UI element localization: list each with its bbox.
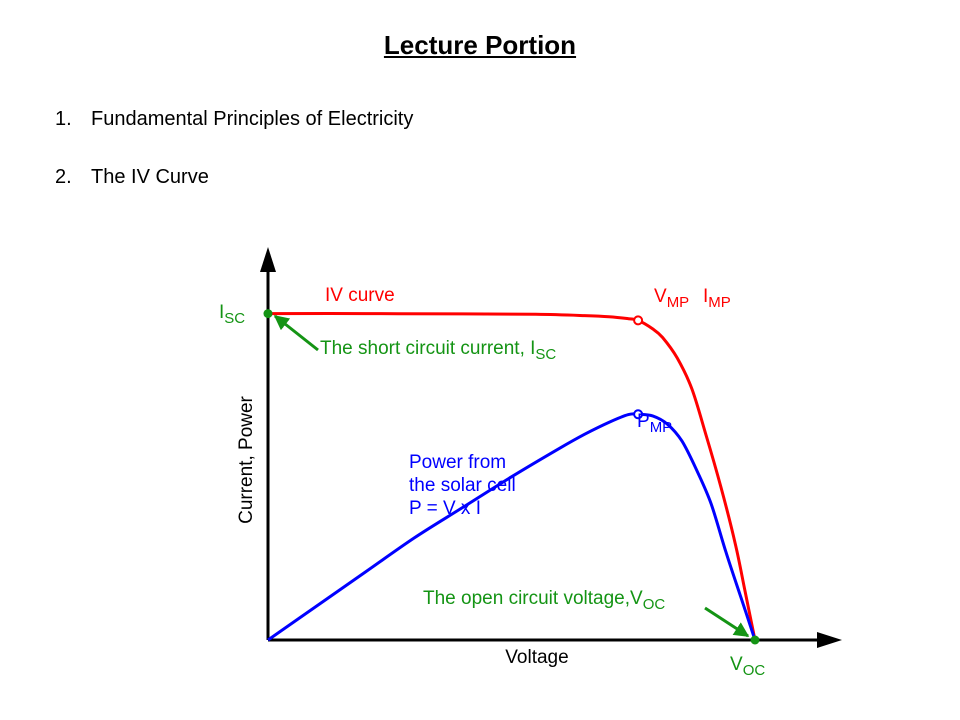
key-points — [263, 309, 760, 645]
iv-curve-line — [267, 312, 757, 641]
agenda-list: 1. Fundamental Principles of Electricity… — [55, 108, 413, 224]
pmp-label: PMP — [637, 411, 672, 436]
vmp-label: VMP — [654, 286, 689, 311]
agenda-item-text: The IV Curve — [91, 166, 209, 188]
point-voc — [750, 635, 760, 645]
power-annotation-line-1: Power from — [409, 452, 506, 473]
power-annotation-line-2: the solar cell — [409, 475, 516, 496]
point-imp — [633, 315, 644, 326]
power-curve-line — [267, 412, 757, 642]
voc-label: VOC — [730, 654, 765, 679]
agenda-item-number: 1. — [55, 108, 72, 130]
agenda-item-2: 2. The IV Curve — [55, 166, 413, 224]
voc-arrow-icon — [704, 606, 750, 638]
power-annotation-line-3: P = V x I — [409, 498, 481, 519]
agenda-item-number: 2. — [55, 166, 72, 188]
agenda-item-1: 1. Fundamental Principles of Electricity — [55, 108, 413, 166]
x-axis-label: Voltage — [505, 647, 568, 668]
slide-title: Lecture Portion — [383, 30, 577, 60]
point-isc — [263, 309, 273, 319]
short-circuit-annotation: The short circuit current, ISC — [320, 338, 556, 363]
y-axis-label: Current, Power — [236, 395, 257, 523]
x-axis-arrow-icon — [817, 632, 842, 648]
iv-curve-label: IV curve — [325, 285, 395, 306]
y-axis-arrow-icon — [260, 247, 276, 272]
isc-label: ISC — [219, 302, 245, 327]
axes — [260, 247, 842, 648]
imp-label: IMP — [703, 286, 731, 311]
open-circuit-annotation: The open circuit voltage,VOC — [423, 588, 665, 613]
point-pmp — [633, 409, 644, 420]
isc-arrow-icon — [273, 314, 319, 352]
agenda-item-text: Fundamental Principles of Electricity — [91, 108, 414, 130]
